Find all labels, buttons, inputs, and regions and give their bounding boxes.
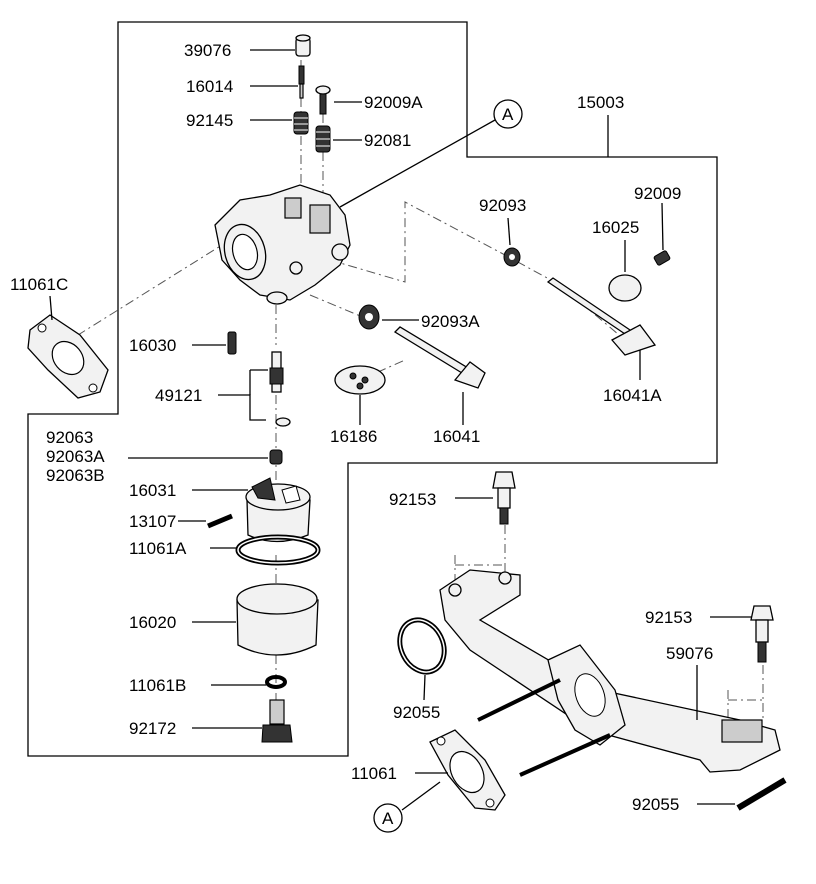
part-11061-gasket [429,729,506,811]
callout-11061B: 11061B [129,676,186,695]
part-16186 [334,365,386,395]
assembly-boundary [27,21,718,757]
callout-92153-upper: 92153 [389,490,436,509]
part-11061C-gasket [27,314,109,399]
callout-16030: 16030 [129,336,176,355]
callout-circle-A-bottom [373,803,403,833]
callout-16025: 16025 [592,218,639,237]
callout-92063A: 92063A [46,447,105,466]
part-92009A [315,85,331,115]
callout-92055-right: 92055 [632,795,679,814]
leader-lines [49,49,752,811]
part-16041A-shaft [546,277,657,356]
callout-92063B: 92063B [46,466,105,485]
part-92009 [653,250,671,266]
callout-A-bottom: A [382,809,394,828]
part-49121 [269,351,291,427]
callout-13107: 13107 [129,512,176,531]
callout-92145: 92145 [186,111,233,130]
callout-16041A: 16041A [603,386,662,405]
part-92145 [293,111,309,135]
callout-39076: 39076 [184,41,231,60]
part-13107-pin [207,513,233,529]
callout-59076: 59076 [666,644,713,663]
callout-A-top: A [502,105,514,124]
callout-92093A: 92093A [421,312,480,331]
callout-15003: 15003 [577,93,624,112]
part-92093A [358,304,380,330]
part-16014 [298,65,305,99]
callout-16020: 16020 [129,613,176,632]
callout-92093: 92093 [479,196,526,215]
part-16041-shaft [393,326,486,389]
callout-92081: 92081 [364,131,411,150]
part-15003-carburetor-body [214,184,351,305]
callout-11061C: 11061C [10,275,68,294]
callout-16014: 16014 [186,77,233,96]
callout-92172: 92172 [129,719,176,738]
callout-92009A: 92009A [364,93,423,112]
callout-16041: 16041 [433,427,480,446]
part-92093 [503,247,521,267]
callout-16186: 16186 [330,427,377,446]
part-16025 [608,274,642,302]
part-39076 [295,34,311,57]
callout-92153-lower: 92153 [645,608,692,627]
part-11061B-washer [265,675,287,689]
part-16030 [227,331,237,355]
callout-11061A: 11061A [129,539,187,558]
part-16020-float-bowl [236,583,319,656]
part-92055-oring [397,617,447,675]
callout-92063: 92063 [46,428,93,447]
part-studs [477,678,611,777]
part-16031-float [245,477,311,543]
callout-11061: 11061 [351,764,397,783]
part-92153-upper-bolt [492,471,516,525]
callout-49121: 49121 [155,386,202,405]
part-92055-hose [736,777,787,811]
part-92081 [315,125,331,153]
callout-92009: 92009 [634,184,681,203]
part-92172-bolt [261,699,293,743]
callout-16031: 16031 [129,481,176,500]
part-92153-lower-bolt [750,605,774,663]
part-92063 [269,449,283,465]
callout-circle-A-top [493,99,523,129]
callout-92055-left: 92055 [393,703,440,722]
part-59076-manifold [439,569,781,773]
callout-labels: 39076 16014 92009A 92145 92081 A 15003 9… [10,41,713,833]
part-11061A-oring [235,534,321,566]
